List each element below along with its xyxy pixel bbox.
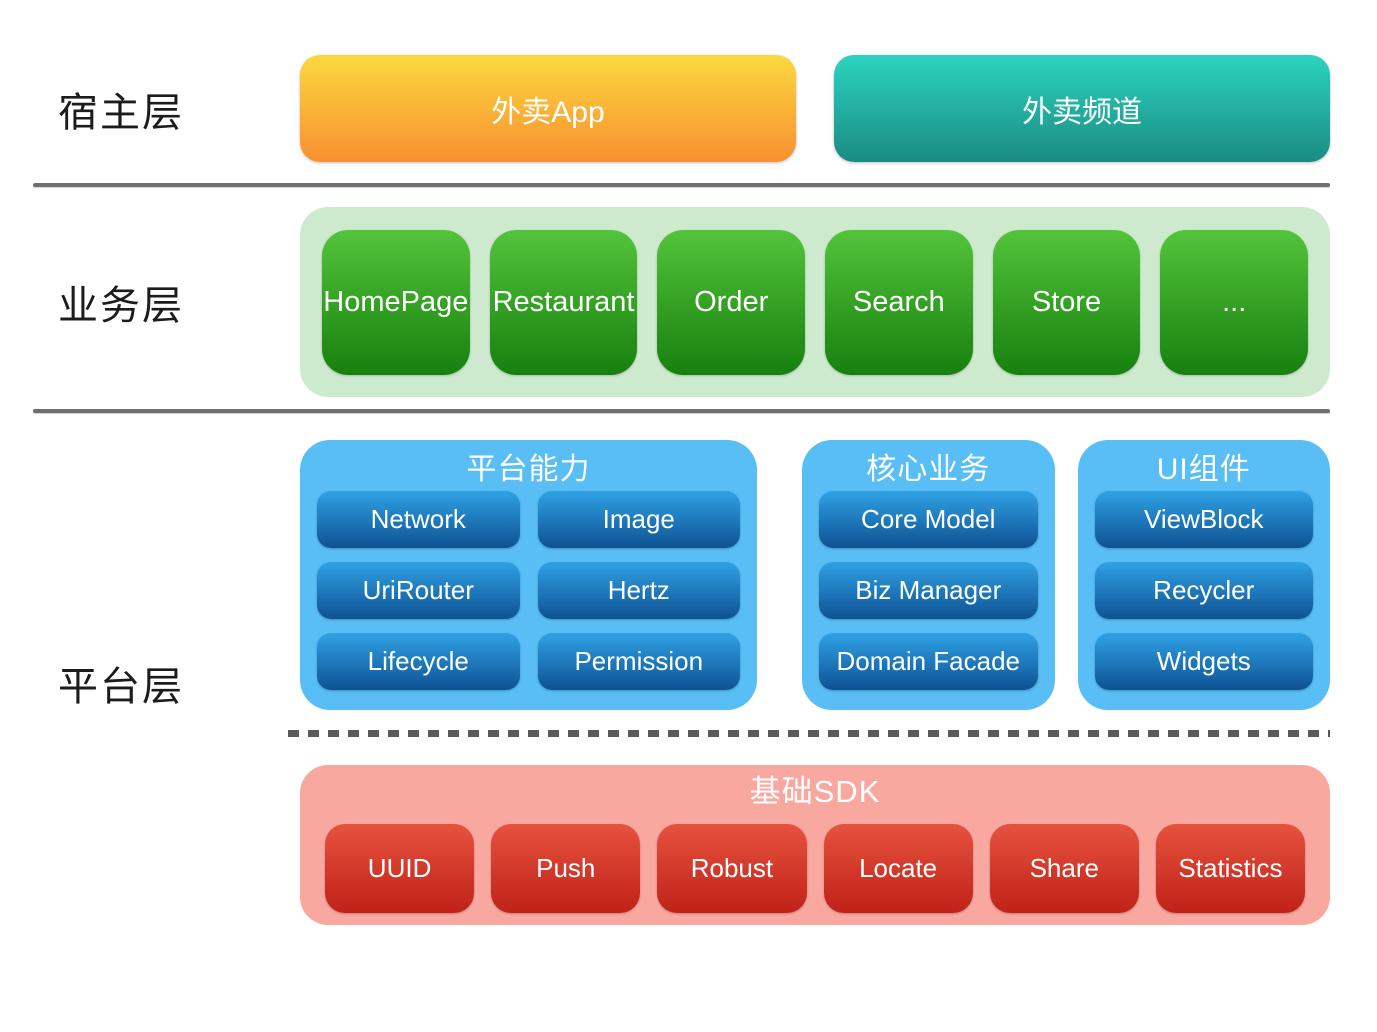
platform-module-box: Lifecycle bbox=[317, 633, 520, 690]
platform-group-ui-components: UI组件 ViewBlock Recycler Widgets bbox=[1077, 440, 1330, 710]
platform-group-core-business: 核心业务 Core Model Biz Manager Domain Facad… bbox=[802, 440, 1055, 710]
sdk-boxes: UUID Push Robust Locate Share Statistics bbox=[325, 824, 1306, 913]
sdk-module-box: Share bbox=[989, 824, 1139, 913]
dashed-divider bbox=[288, 730, 1330, 737]
platform-module-box: Permission bbox=[537, 633, 740, 690]
business-module-box: Store bbox=[992, 229, 1141, 375]
business-module-box: HomePage bbox=[322, 229, 470, 375]
sdk-module-box: Statistics bbox=[1155, 824, 1306, 913]
platform-group-capabilities-grid: Network Image UriRouter Hertz Lifecycle … bbox=[317, 491, 740, 690]
platform-layer-label: 平台层 bbox=[58, 664, 184, 709]
sdk-container: 基础SDK UUID Push Robust Locate Share Stat… bbox=[300, 765, 1330, 925]
platform-group-core-business-grid: Core Model Biz Manager Domain Facade bbox=[819, 491, 1038, 690]
platform-module-box: UriRouter bbox=[317, 562, 520, 619]
business-module-box: Order bbox=[657, 229, 806, 375]
platform-module-box: ViewBlock bbox=[1094, 491, 1313, 548]
business-module-box: ... bbox=[1160, 229, 1309, 375]
sdk-module-box: Robust bbox=[657, 824, 807, 913]
business-layer-label: 业务层 bbox=[58, 284, 184, 328]
platform-module-box: Widgets bbox=[1094, 633, 1313, 690]
platform-module-box: Recycler bbox=[1094, 562, 1313, 619]
sdk-module-box: Push bbox=[491, 824, 641, 913]
host-layer-label: 宿主层 bbox=[58, 90, 184, 135]
platform-group-core-business-title: 核心业务 bbox=[866, 453, 991, 486]
platform-group-ui-components-grid: ViewBlock Recycler Widgets bbox=[1094, 491, 1313, 690]
platform-group-capabilities-title: 平台能力 bbox=[466, 453, 591, 486]
business-modules-container: HomePage Restaurant Order Search Store .… bbox=[300, 207, 1330, 397]
architecture-diagram: 宿主层 外卖App 外卖频道 业务层 HomePage Restaurant O… bbox=[0, 55, 1377, 925]
platform-module-box: Domain Facade bbox=[819, 633, 1038, 690]
sdk-module-box: Locate bbox=[823, 824, 973, 913]
platform-layer-row: 平台层 平台能力 Network Image UriRouter Hertz bbox=[0, 440, 1377, 925]
sdk-title: 基础SDK bbox=[749, 774, 881, 809]
platform-module-box: Network bbox=[317, 491, 520, 548]
divider-host-business bbox=[33, 183, 1330, 187]
host-boxes: 外卖App 外卖频道 bbox=[300, 55, 1330, 162]
business-module-box: Search bbox=[825, 229, 973, 375]
platform-module-box: Image bbox=[537, 491, 740, 548]
platform-content: 平台能力 Network Image UriRouter Hertz Lifec… bbox=[288, 440, 1330, 925]
platform-group-capabilities: 平台能力 Network Image UriRouter Hertz Lifec… bbox=[300, 440, 757, 710]
platform-groups: 平台能力 Network Image UriRouter Hertz Lifec… bbox=[300, 440, 1330, 710]
sdk-module-box: UUID bbox=[325, 824, 475, 913]
host-layer-row: 宿主层 外卖App 外卖频道 bbox=[0, 55, 1377, 162]
platform-module-box: Core Model bbox=[819, 491, 1038, 548]
platform-module-box: Hertz bbox=[537, 562, 740, 619]
platform-module-box: Biz Manager bbox=[819, 562, 1038, 619]
business-layer-row: 业务层 HomePage Restaurant Order Search Sto… bbox=[0, 207, 1377, 397]
platform-group-ui-components-title: UI组件 bbox=[1156, 453, 1251, 486]
host-box-waimai-channel: 外卖频道 bbox=[834, 55, 1330, 162]
host-box-waimai-app: 外卖App bbox=[300, 55, 796, 162]
divider-business-platform bbox=[33, 409, 1330, 413]
business-module-box: Restaurant bbox=[489, 229, 638, 375]
